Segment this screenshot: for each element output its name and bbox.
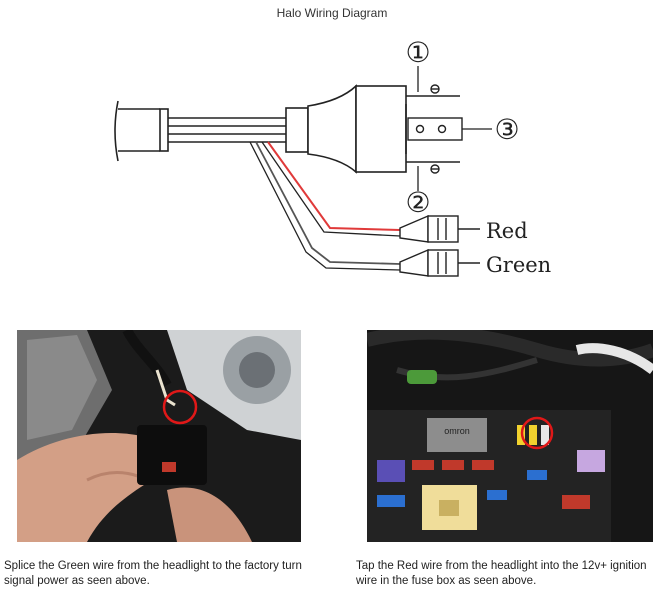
photo-fusebox: omron [367, 330, 653, 542]
red-wire-connector [399, 214, 480, 243]
red-wire-label: Red [486, 219, 528, 243]
red-wire-outline [261, 141, 401, 237]
splice-highlight-circle [162, 389, 198, 425]
pin-callouts [417, 66, 492, 191]
green-wire-connector [399, 248, 480, 277]
cable-jacket [114, 100, 169, 162]
pin-label-3: ③ [494, 113, 519, 146]
connector-body [285, 84, 407, 174]
fuse-box-image [367, 410, 611, 542]
relay-image [427, 418, 487, 452]
caption-fusebox: Tap the Red wire from the headlight into… [356, 560, 647, 587]
green-wire-label: Green [486, 253, 551, 277]
cable-wires [168, 117, 286, 143]
photo-splice [17, 330, 301, 542]
fuse-highlight-circle [520, 416, 554, 450]
connector-plug-image [137, 425, 207, 485]
hand-image [17, 432, 167, 542]
caption-splice: Splice the Green wire from the headlight… [4, 560, 302, 587]
diagram-title: Halo Wiring Diagram [276, 6, 388, 20]
relay-label: omron [444, 426, 470, 436]
terminals [406, 84, 463, 174]
pin-label-1: ① [405, 36, 430, 69]
pin-label-2: ② [405, 186, 430, 219]
wiring-diagram: ① ③ ② Red Green [114, 36, 551, 277]
green-wire-outline [249, 141, 401, 271]
